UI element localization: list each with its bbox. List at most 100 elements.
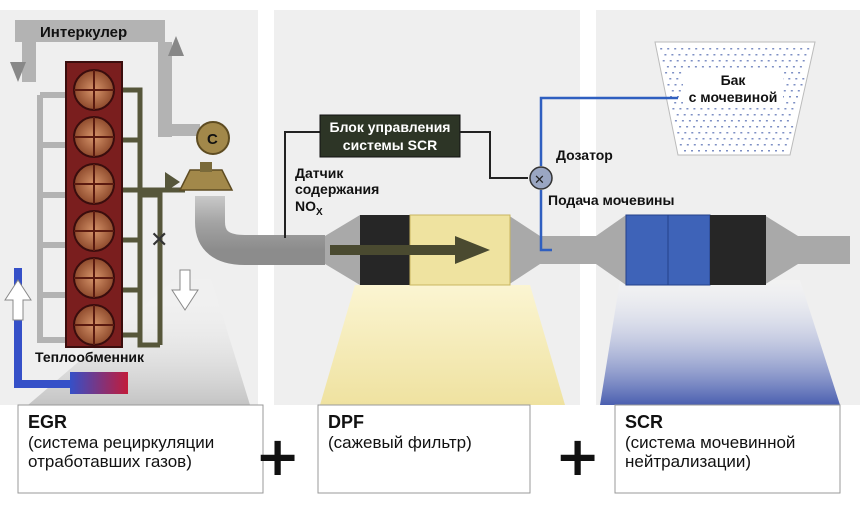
tank-dot <box>700 144 703 146</box>
tank-dot <box>692 54 695 56</box>
scr-subtitle: (система мочевинной нейтрализации) <box>625 432 796 472</box>
tank-dot <box>698 132 701 134</box>
tank-dot <box>796 96 798 98</box>
tank-dot <box>679 144 682 146</box>
tank-dot <box>691 150 693 152</box>
tank-dot <box>735 144 738 146</box>
tank-dot <box>695 48 698 50</box>
tank-dot <box>760 60 763 62</box>
tank-dot <box>726 132 729 134</box>
tank-dot <box>681 138 684 140</box>
tank-dot <box>720 54 723 56</box>
tank-dot <box>768 132 771 134</box>
tank-dot <box>719 132 722 134</box>
control-unit-label-line1: Блок управления <box>330 119 451 135</box>
plus-sign: + <box>255 425 301 488</box>
tank-dot <box>763 108 766 110</box>
tank-dot <box>749 144 752 146</box>
tank-dot <box>751 48 754 50</box>
tank-dot <box>672 72 675 74</box>
tank-dot <box>707 144 710 146</box>
tank-dot <box>802 78 805 80</box>
tank-dot <box>716 138 719 140</box>
tank-dot <box>758 48 761 50</box>
tank-dot <box>746 114 749 116</box>
tank-dot <box>714 108 717 110</box>
tank-dot <box>754 150 756 152</box>
lane-divider <box>258 10 274 405</box>
tank-dot <box>799 66 802 68</box>
tank-dot <box>758 120 761 122</box>
urea-line <box>539 96 678 166</box>
scr-box <box>614 404 841 494</box>
tank-dot <box>730 120 733 122</box>
tank-dot <box>660 48 663 50</box>
tank-dot <box>742 144 745 146</box>
tank-dot <box>784 126 787 128</box>
tank-dot <box>734 54 737 56</box>
tank-dot <box>741 54 744 56</box>
tank-dot <box>739 114 742 116</box>
tank-dot <box>708 66 711 68</box>
exhaust-pipe <box>195 196 325 265</box>
cold-flow-pipe <box>14 268 22 388</box>
tank-dot <box>770 144 773 146</box>
tank-dot <box>711 114 714 116</box>
tank-dot <box>804 54 807 56</box>
tank-dot <box>742 126 745 128</box>
tank-dot <box>779 120 782 122</box>
tank-dot <box>676 60 679 62</box>
tank-dot <box>713 54 716 56</box>
doser-label: Дозатор <box>556 147 613 163</box>
cylinders <box>73 69 115 346</box>
tank-dot <box>737 138 740 140</box>
tank-dot <box>683 60 686 62</box>
arrow-down-icon <box>10 62 26 82</box>
scr-catalyst <box>596 214 798 286</box>
tank-dot <box>756 144 759 146</box>
tank-dot <box>749 126 752 128</box>
tank-dot <box>685 54 688 56</box>
tank-dot <box>725 114 728 116</box>
tank-dot <box>777 126 780 128</box>
tank-dot <box>714 126 717 128</box>
tank-dot <box>754 132 757 134</box>
arrow-down-icon <box>171 269 199 311</box>
tank-dot <box>795 78 798 80</box>
cylinder-cross <box>74 164 114 204</box>
tank-dot <box>786 102 789 104</box>
tank-dot <box>674 102 677 104</box>
tank-dot <box>797 90 800 92</box>
tank-dot <box>802 60 805 62</box>
tank-dot <box>680 66 683 68</box>
tank-dot <box>723 120 726 122</box>
tank-dot <box>723 48 726 50</box>
heat-exchanger <box>70 372 128 394</box>
tank-dot <box>671 90 674 92</box>
tank-label-line2: с мочевиной <box>689 89 778 105</box>
tank-dot <box>772 138 775 140</box>
arrow-up-icon <box>4 279 32 321</box>
tank-dot <box>672 108 675 110</box>
tank-dot <box>765 138 768 140</box>
tank-dot <box>770 126 773 128</box>
tank-dot <box>778 66 781 68</box>
tank-dot <box>781 114 784 116</box>
tank-dot <box>677 132 680 134</box>
flow-arrow-icon <box>455 236 490 264</box>
tank-dot <box>712 132 715 134</box>
tank-dot <box>711 60 714 62</box>
tank-dot <box>732 114 735 116</box>
tank-dot <box>709 120 712 122</box>
control-unit-label-line2: системы SCR <box>343 137 437 153</box>
tank-dot <box>683 114 686 116</box>
urea-feed-label: Подача мочевины <box>548 192 674 208</box>
tank-dot <box>763 144 766 146</box>
tank-dot <box>718 60 721 62</box>
tank-dot <box>782 132 785 134</box>
tank-dot <box>789 132 792 134</box>
tank-dot <box>761 150 763 152</box>
tank-dot <box>687 66 690 68</box>
tank-dot <box>684 132 687 134</box>
